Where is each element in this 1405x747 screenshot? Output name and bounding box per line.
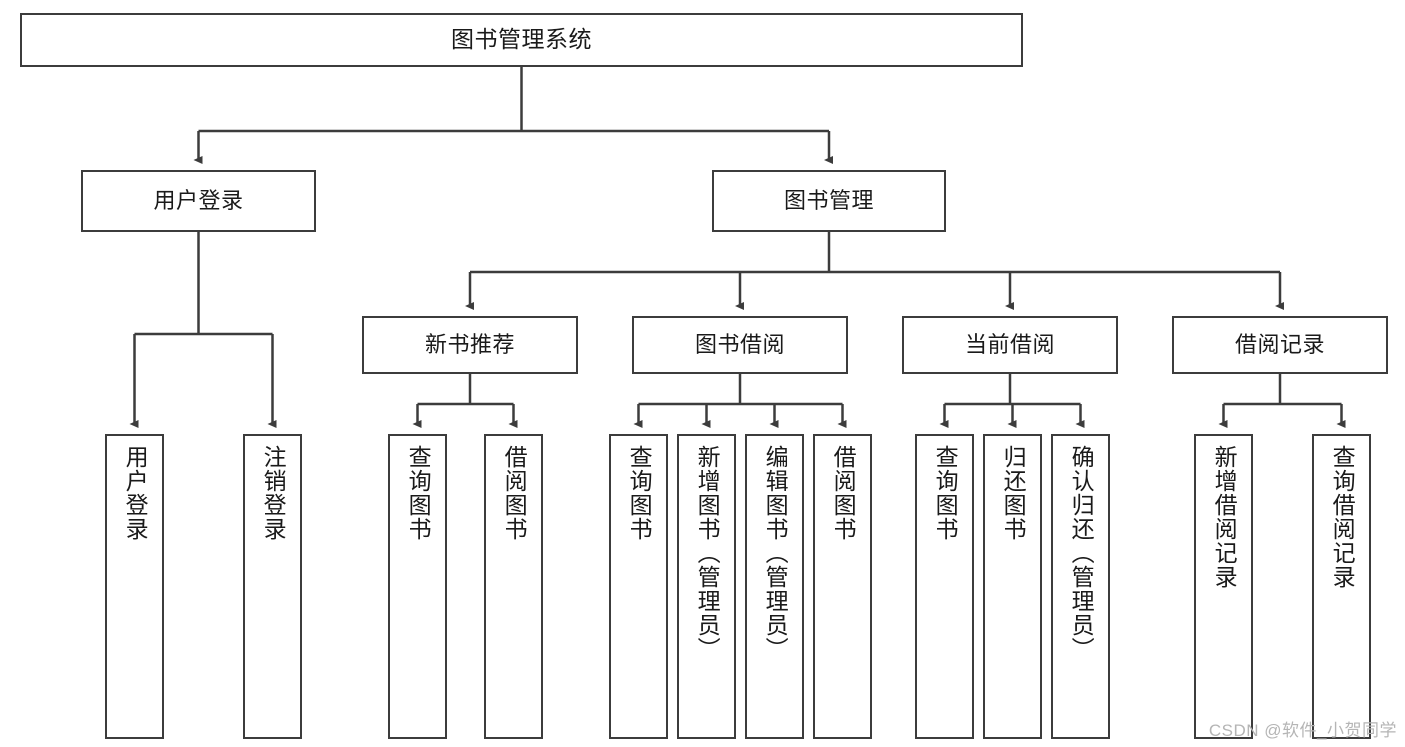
node-label: 图书借阅 [694, 331, 785, 357]
node-l-login[interactable]: 用户登录 [105, 434, 164, 739]
node-b-add[interactable]: 新增图书（管理员） [677, 434, 736, 739]
node-n-query[interactable]: 查询图书 [388, 434, 447, 739]
node-r-add[interactable]: 新增借阅记录 [1194, 434, 1253, 739]
node-bookmgmt[interactable]: 图书管理 [712, 170, 946, 232]
node-borrow[interactable]: 图书借阅 [632, 316, 848, 374]
node-label: 借阅图书 [501, 445, 528, 541]
node-label: 图书管理 [783, 187, 874, 213]
node-c-confirm[interactable]: 确认归还（管理员） [1051, 434, 1110, 739]
node-label: 注销登录 [260, 445, 287, 541]
node-b-lend[interactable]: 借阅图书 [813, 434, 872, 739]
node-label: 新书推荐 [424, 331, 515, 357]
node-b-edit[interactable]: 编辑图书（管理员） [745, 434, 804, 739]
node-label: 归还图书 [1000, 445, 1027, 541]
node-label: 当前借阅 [964, 331, 1055, 357]
node-current[interactable]: 当前借阅 [902, 316, 1118, 374]
node-root[interactable]: 图书管理系统 [20, 13, 1023, 67]
node-label: 借阅记录 [1234, 331, 1325, 357]
node-label: 图书管理系统 [451, 26, 592, 53]
node-newbook[interactable]: 新书推荐 [362, 316, 578, 374]
node-c-query[interactable]: 查询图书 [915, 434, 974, 739]
node-label: 查询借阅记录 [1329, 445, 1356, 589]
node-r-query[interactable]: 查询借阅记录 [1312, 434, 1371, 739]
node-l-logout[interactable]: 注销登录 [243, 434, 302, 739]
edge-paths [129, 67, 1346, 428]
node-b-query[interactable]: 查询图书 [609, 434, 668, 739]
node-c-return[interactable]: 归还图书 [983, 434, 1042, 739]
node-n-borrow[interactable]: 借阅图书 [484, 434, 543, 739]
node-label: 确认归还（管理员） [1068, 445, 1095, 661]
node-records[interactable]: 借阅记录 [1172, 316, 1388, 374]
node-label: 用户登录 [122, 445, 149, 541]
node-label: 用户登录 [153, 187, 244, 213]
node-label: 新增图书（管理员） [694, 445, 721, 661]
node-label: 编辑图书（管理员） [762, 445, 789, 661]
node-login[interactable]: 用户登录 [81, 170, 316, 232]
node-label: 借阅图书 [830, 445, 857, 541]
node-label: 查询图书 [405, 445, 432, 541]
node-label: 查询图书 [626, 445, 653, 541]
node-label: 新增借阅记录 [1211, 445, 1238, 589]
node-label: 查询图书 [932, 445, 959, 541]
